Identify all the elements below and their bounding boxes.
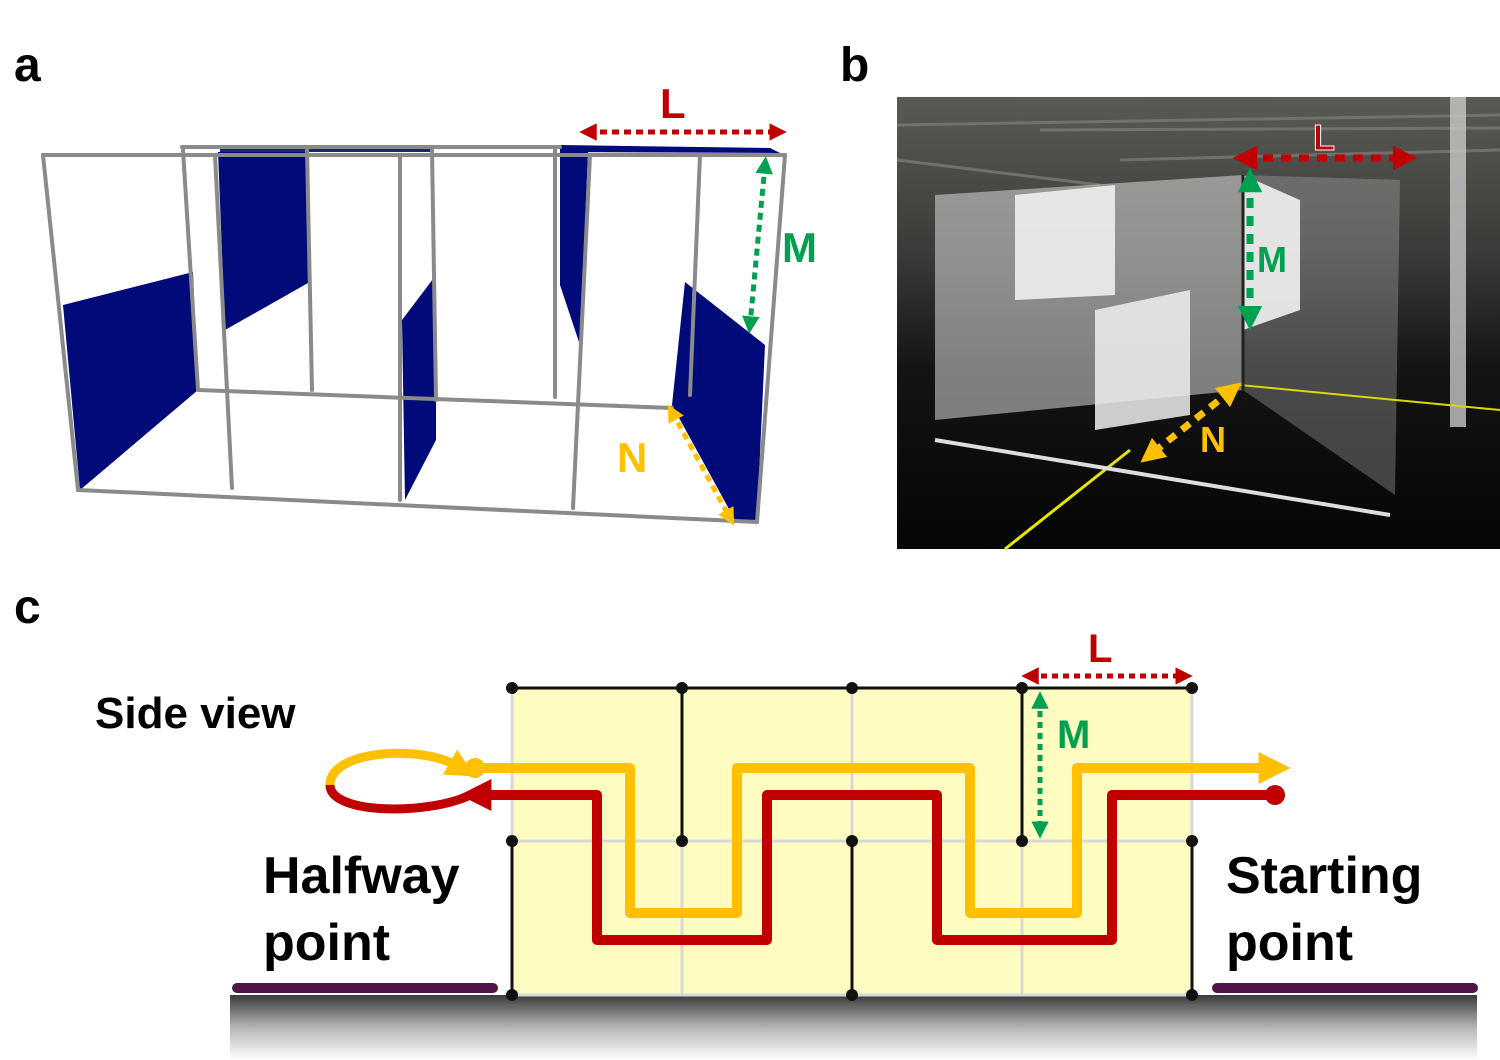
panel-label-a: a	[14, 39, 41, 92]
start-dot	[1265, 785, 1285, 805]
M-dimension-arrow	[742, 156, 773, 334]
N-dimension-arrow	[667, 404, 735, 526]
wall-panels	[63, 145, 780, 520]
wall-panel	[672, 282, 765, 520]
starting-label-line1: Starting	[1226, 847, 1422, 905]
side-view-title: Side view	[95, 689, 296, 738]
halfway-label-line1: Halfway	[263, 847, 460, 905]
wall-panel	[218, 152, 308, 330]
wall-joints	[506, 682, 1198, 1001]
outbound-path	[459, 778, 1275, 945]
turnaround-loop-yellow	[325, 748, 476, 786]
wall-panel	[560, 152, 588, 345]
N-label: N	[617, 434, 647, 481]
panel-a-3d-model: L M N	[41, 80, 817, 526]
inner-wall	[1015, 185, 1115, 300]
turn-dot	[465, 758, 485, 778]
L-label: L	[660, 80, 686, 127]
M-label: M	[1257, 239, 1287, 280]
M-label: M	[782, 224, 817, 271]
wall-panel	[402, 275, 436, 500]
ground	[230, 995, 1477, 1060]
N-label: N	[1200, 419, 1226, 460]
starting-label-line2: point	[1226, 914, 1353, 972]
top-panel	[560, 145, 780, 153]
panel-label-c: c	[14, 581, 41, 634]
halfway-label-line2: point	[263, 914, 390, 972]
return-path	[475, 751, 1291, 918]
frame	[41, 145, 787, 524]
panel-b-photo: L M N	[896, 97, 1500, 551]
L-label: L	[1088, 627, 1112, 671]
M-label: M	[1057, 713, 1090, 757]
wall-panel	[63, 272, 198, 490]
L-label: L	[1313, 117, 1335, 158]
panel-label-b: b	[840, 39, 870, 92]
turnaround-loop-red	[325, 783, 473, 814]
